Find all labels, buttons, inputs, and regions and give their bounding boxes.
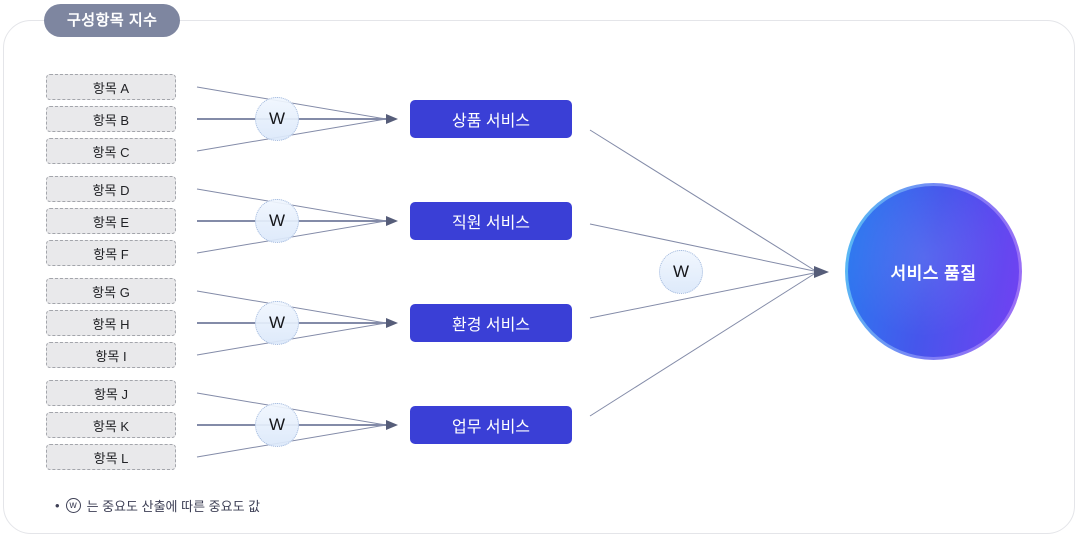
item-box-j: 항목 J bbox=[46, 380, 176, 406]
service-box-product: 상품 서비스 bbox=[410, 100, 572, 138]
footnote-text: 는 중요도 산출에 따른 중요도 값 bbox=[86, 499, 261, 514]
item-box-h: 항목 H bbox=[46, 310, 176, 336]
weight-circle-1: W bbox=[255, 97, 299, 141]
item-box-a: 항목 A bbox=[46, 74, 176, 100]
item-box-i: 항목 I bbox=[46, 342, 176, 368]
service-quality-circle-inner: 서비스 품질 bbox=[848, 186, 1019, 357]
circled-w-icon: w bbox=[65, 498, 81, 513]
weight-circle-4: W bbox=[255, 403, 299, 447]
weight-circle-final: W bbox=[659, 250, 703, 294]
item-box-f: 항목 F bbox=[46, 240, 176, 266]
item-box-e: 항목 E bbox=[46, 208, 176, 234]
item-box-g: 항목 G bbox=[46, 278, 176, 304]
service-box-environment: 환경 서비스 bbox=[410, 304, 572, 342]
diagram-title-badge: 구성항목 지수 bbox=[44, 4, 181, 37]
service-box-staff: 직원 서비스 bbox=[410, 202, 572, 240]
item-box-d: 항목 D bbox=[46, 176, 176, 202]
weight-circle-3: W bbox=[255, 301, 299, 345]
weight-circle-2: W bbox=[255, 199, 299, 243]
item-box-k: 항목 K bbox=[46, 412, 176, 438]
service-quality-label: 서비스 품질 bbox=[890, 264, 977, 283]
footnote-bullet: • bbox=[55, 498, 60, 513]
footnote: • w 는 중요도 산출에 따른 중요도 값 bbox=[55, 496, 260, 515]
item-box-b: 항목 B bbox=[46, 106, 176, 132]
item-box-l: 항목 L bbox=[46, 444, 176, 470]
service-quality-circle: 서비스 품질 bbox=[845, 183, 1022, 360]
service-box-work: 업무 서비스 bbox=[410, 406, 572, 444]
item-box-c: 항목 C bbox=[46, 138, 176, 164]
